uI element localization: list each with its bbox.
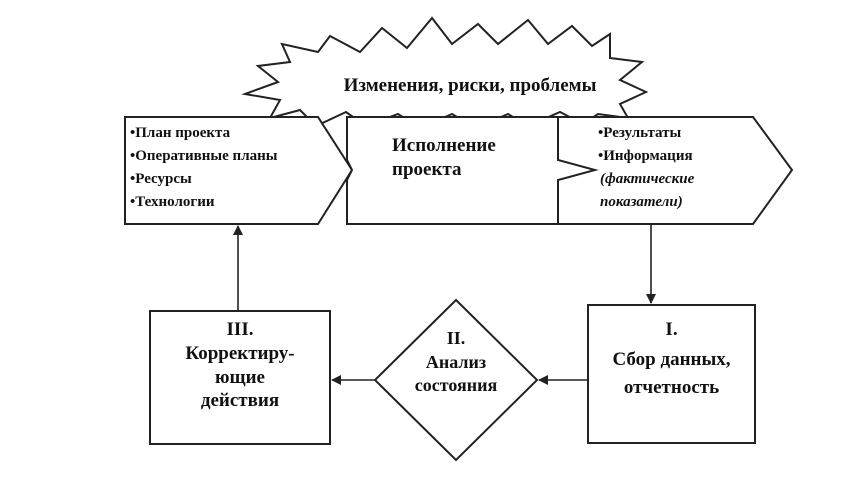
execution-label: Исполнение проекта bbox=[392, 134, 496, 182]
analysis-line: Анализ bbox=[425, 351, 487, 372]
collect-line: отчетность bbox=[623, 377, 720, 399]
corrective-box-shape bbox=[149, 310, 331, 445]
corrective-line: действия bbox=[200, 390, 280, 412]
collect-line: Сбор данных, bbox=[612, 349, 731, 371]
plan-item: •Оперативные планы bbox=[130, 148, 278, 164]
collect-label: I. Сбор данных, отчетность bbox=[588, 318, 755, 400]
plan-item: •План проекта bbox=[130, 125, 231, 141]
results-list: •Результаты •Информация (фактические пок… bbox=[598, 124, 694, 211]
collect-box-shape bbox=[587, 304, 756, 444]
analysis-label: II. Анализ состояния bbox=[395, 328, 517, 397]
results-box-shape bbox=[557, 116, 794, 225]
corrective-line: III. bbox=[226, 319, 254, 340]
burst-shape bbox=[241, 16, 649, 130]
execution-line: Исполнение bbox=[392, 135, 496, 156]
plan-box-shape bbox=[124, 116, 354, 225]
collect-line: I. bbox=[665, 319, 678, 340]
plan-list: •План проекта •Оперативные планы •Ресурс… bbox=[130, 124, 277, 211]
results-note-line: (фактические bbox=[600, 171, 695, 187]
results-item: •Информация bbox=[598, 148, 693, 164]
execution-line: проекта bbox=[392, 159, 462, 181]
corrective-label: III. Корректиру- ющие действия bbox=[150, 318, 330, 413]
analysis-line: II. bbox=[446, 328, 466, 348]
analysis-diamond-shape bbox=[373, 298, 539, 462]
corrective-line: ющие bbox=[215, 366, 265, 388]
results-note-line: показатели) bbox=[600, 194, 683, 210]
analysis-line: состояния bbox=[414, 375, 498, 396]
burst-label: Изменения, риски, проблемы bbox=[343, 75, 597, 96]
plan-item: •Ресурсы bbox=[130, 171, 192, 187]
plan-item: •Технологии bbox=[130, 194, 215, 210]
results-item: •Результаты bbox=[598, 125, 682, 141]
corrective-line: Корректиру- bbox=[185, 342, 295, 364]
